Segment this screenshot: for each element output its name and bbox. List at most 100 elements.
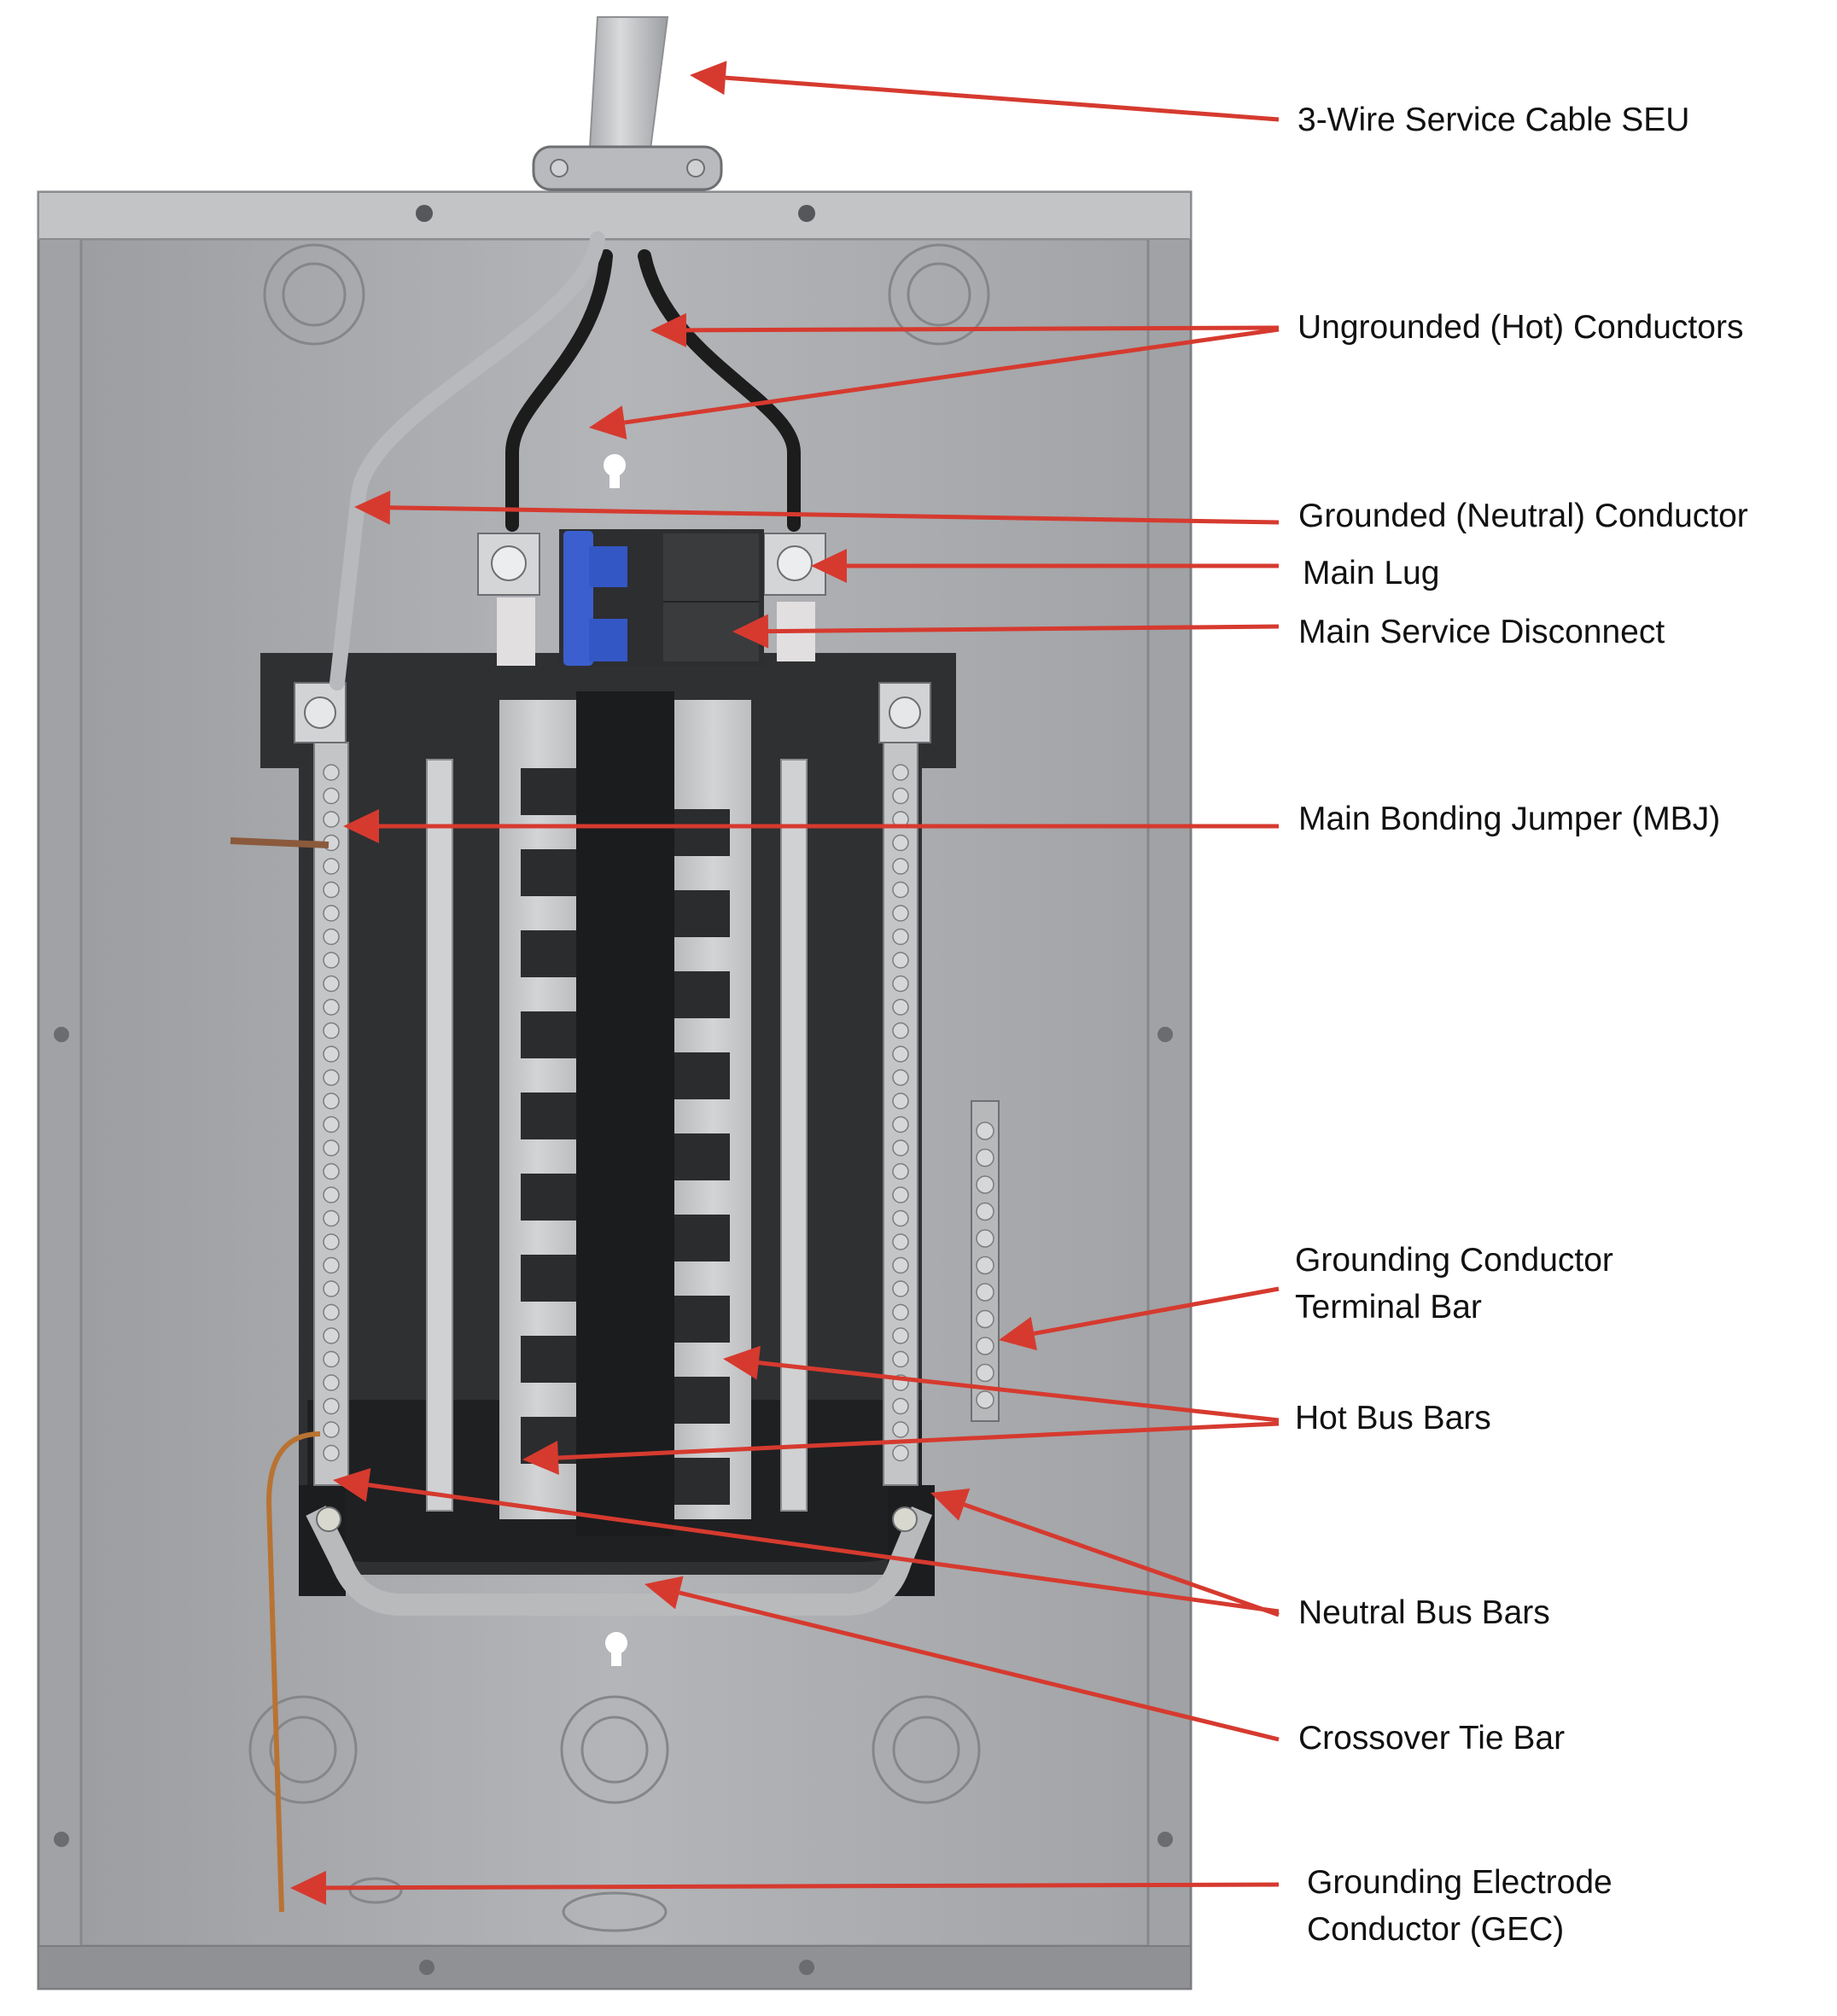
terminal-screw	[323, 1092, 340, 1110]
arrow-head-icon	[290, 1870, 327, 1905]
terminal-screw	[976, 1283, 994, 1302]
terminal-screw	[323, 928, 340, 946]
label-line: Main Lug	[1303, 555, 1440, 591]
bus-fingers	[521, 768, 730, 1505]
bus-stab	[674, 971, 730, 1018]
terminal-screw	[892, 1303, 909, 1321]
bus-stab	[521, 768, 576, 815]
arrow-crossover-tie-bar	[644, 1576, 1280, 1742]
label-hot-bus-bars: Hot Bus Bars	[1295, 1395, 1491, 1442]
terminal-screw	[976, 1202, 994, 1221]
keyhole-top	[604, 454, 626, 488]
bus-stab	[674, 1215, 730, 1261]
terminal-screw	[892, 1116, 909, 1133]
terminal-screw	[892, 881, 909, 899]
label-neutral-bus-bars: Neutral Bus Bars	[1298, 1589, 1550, 1636]
neutral-lug-right	[878, 682, 931, 743]
label-grounding-terminal-bar: Grounding Conductor Terminal Bar	[1295, 1237, 1613, 1331]
terminal-screw	[976, 1256, 994, 1275]
label-main-lug: Main Lug	[1303, 550, 1439, 597]
label-line: Main Bonding Jumper (MBJ)	[1298, 801, 1721, 837]
arrow-grounding-terminal-bar	[999, 1286, 1280, 1351]
terminal-screw	[892, 952, 909, 969]
terminal-screw	[323, 1139, 340, 1157]
terminal-screw	[976, 1148, 994, 1168]
label-line: 3-Wire Service Cable SEU	[1298, 102, 1690, 138]
knockouts	[248, 243, 990, 1932]
arrow-head-icon	[690, 61, 727, 96]
terminal-screw	[323, 1069, 340, 1087]
arrow-line	[624, 327, 1280, 425]
terminal-screw	[323, 1444, 340, 1462]
terminal-screw	[892, 1327, 909, 1344]
label-line: Grounded (Neutral) Conductor	[1298, 498, 1748, 534]
bus-stab	[521, 1174, 576, 1221]
terminal-screw	[976, 1309, 994, 1329]
arrow-gec	[290, 1870, 1280, 1905]
arrow-line	[557, 1421, 1280, 1460]
arrow-line	[325, 1882, 1280, 1891]
terminal-screw	[323, 1280, 340, 1297]
terminal-screw	[323, 1374, 340, 1391]
terminal-screw	[976, 1122, 994, 1140]
label-main-disconnect: Main Service Disconnect	[1298, 609, 1665, 655]
terminal-screw	[892, 1162, 909, 1180]
bus-stab	[521, 1255, 576, 1302]
label-line: Terminal Bar	[1295, 1289, 1482, 1326]
arrow-head-icon	[522, 1441, 559, 1475]
terminal-screw	[323, 1421, 340, 1438]
arrow-head-icon	[999, 1316, 1037, 1351]
service-cable	[587, 16, 669, 163]
main-lug-left	[477, 533, 540, 666]
terminal-screw	[892, 1139, 909, 1157]
arrow-main-lug	[811, 549, 1279, 583]
arrow-line	[679, 1590, 1280, 1742]
terminal-screw	[323, 1350, 340, 1368]
label-line: Crossover Tie Bar	[1298, 1720, 1566, 1757]
terminal-screw	[892, 1397, 909, 1415]
label-service-cable: 3-Wire Service Cable SEU	[1298, 96, 1689, 143]
bus-stab	[674, 890, 730, 937]
arrow-main-disconnect	[732, 614, 1280, 649]
arrow-head-icon	[644, 1576, 684, 1610]
arrow-hot-bus-bars	[522, 1421, 1280, 1475]
label-gec: Grounding Electrode Conductor (GEC)	[1307, 1859, 1612, 1953]
terminal-screw	[892, 834, 909, 852]
arrow-mbj	[343, 809, 1279, 843]
arrow-service-cable	[690, 61, 1280, 122]
arrow-hot-conductors	[589, 327, 1280, 440]
terminal-screw	[323, 1046, 340, 1063]
arrow-head-icon	[343, 809, 379, 843]
terminal-screw	[323, 1303, 340, 1321]
mbj-wire	[230, 837, 329, 848]
bus-stab	[674, 1296, 730, 1343]
terminal-screw	[892, 1280, 909, 1297]
terminal-screw	[323, 1256, 340, 1274]
terminal-screw	[323, 999, 340, 1016]
terminal-screw	[323, 1116, 340, 1133]
terminal-screw	[976, 1390, 994, 1409]
bus-stab	[521, 1011, 576, 1058]
terminal-screw	[892, 975, 909, 993]
neutral-lug-left	[294, 682, 347, 743]
neutral-bar-left	[313, 742, 349, 1486]
bus-stab	[521, 849, 576, 896]
arrow-line	[963, 1502, 1280, 1617]
terminal-screw	[892, 787, 909, 805]
terminal-screw	[323, 787, 340, 805]
rail-right	[780, 759, 808, 1512]
terminal-screw	[892, 1069, 909, 1087]
terminal-screw	[892, 1046, 909, 1063]
terminal-screw	[892, 1350, 909, 1368]
arrow-line	[368, 1483, 1280, 1614]
terminal-screw	[323, 1186, 340, 1203]
terminal-screw	[892, 1256, 909, 1274]
bus-stab	[674, 1052, 730, 1099]
main-breaker-handle	[563, 531, 627, 666]
arrow-head-icon	[723, 1345, 761, 1380]
arrow-hot-bus-bars	[723, 1345, 1280, 1423]
label-neutral-conductor: Grounded (Neutral) Conductor	[1298, 492, 1748, 539]
neutral-screws	[323, 764, 909, 1462]
bus-stab	[674, 1377, 730, 1424]
arrow-line	[1033, 1286, 1280, 1336]
